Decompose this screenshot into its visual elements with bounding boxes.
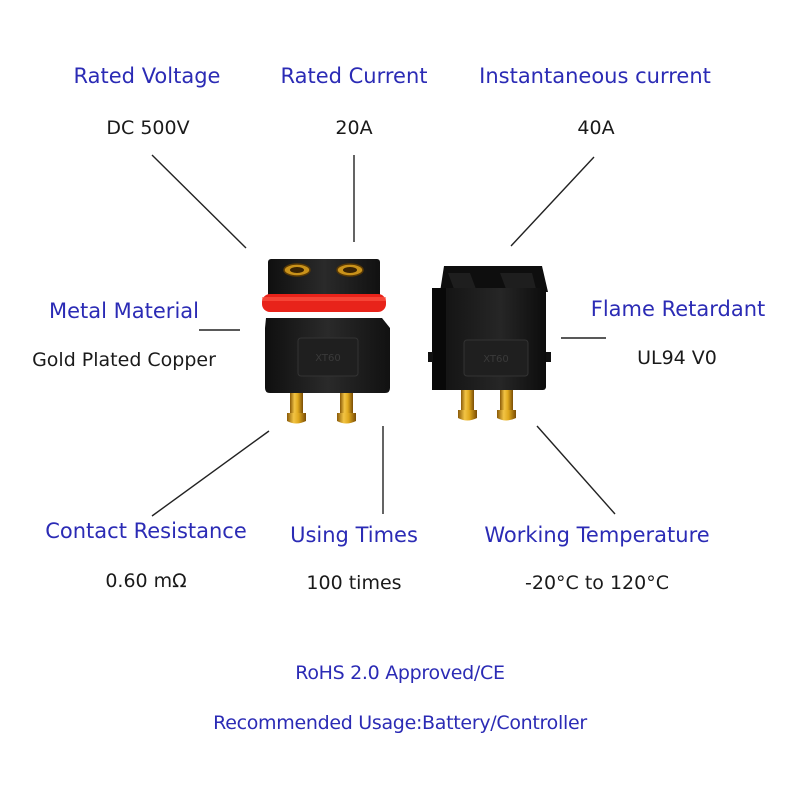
male-connector-image: XT60: [428, 266, 551, 421]
using-times-value: 100 times: [306, 572, 402, 594]
rated-current-value: 20A: [335, 117, 373, 139]
red-seal-ring: [262, 294, 386, 312]
leader-line-instantaneous-current: [510, 156, 595, 247]
instantaneous-current-value: 40A: [577, 117, 615, 139]
leader-line-rated-voltage: [151, 154, 247, 249]
leader-lines: [151, 154, 616, 517]
instantaneous-current-label: Instantaneous current: [479, 64, 711, 88]
flame-retardant-label: Flame Retardant: [590, 297, 766, 321]
contact-resistance-label: Contact Resistance: [45, 519, 247, 543]
leader-line-working-temperature: [536, 425, 616, 515]
male-gold-pin-right: [500, 390, 513, 414]
metal-material-label: Metal Material: [49, 299, 199, 323]
leader-line-contact-resistance: [151, 430, 270, 517]
male-gold-pin-left: [461, 390, 474, 414]
working-temperature-value: -20°C to 120°C: [525, 572, 669, 594]
recommended-usage-text: Recommended Usage:Battery/Controller: [213, 712, 587, 734]
rated-voltage-label: Rated Voltage: [73, 64, 221, 88]
rated-current-label: Rated Current: [280, 64, 428, 88]
contact-resistance-value: 0.60 mΩ: [105, 570, 187, 592]
female-connector-image: XT60: [262, 259, 390, 424]
gold-pin-right: [340, 393, 353, 417]
working-temperature-label: Working Temperature: [484, 523, 710, 547]
gold-pin-left: [290, 393, 303, 417]
rated-voltage-value: DC 500V: [106, 117, 190, 139]
flame-retardant-value: UL94 V0: [637, 347, 717, 369]
rohs-approval-text: RoHS 2.0 Approved/CE: [295, 662, 505, 684]
metal-material-value: Gold Plated Copper: [32, 349, 216, 371]
using-times-label: Using Times: [290, 523, 418, 547]
svg-text:XT60: XT60: [483, 354, 509, 365]
svg-text:XT60: XT60: [315, 353, 341, 364]
